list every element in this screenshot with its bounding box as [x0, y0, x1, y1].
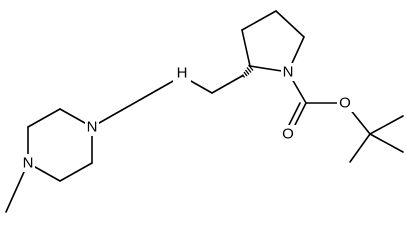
bond [241, 10, 277, 31]
atom-o-ester: O [337, 94, 353, 112]
svg-text:N: N [283, 64, 294, 81]
bond [121, 92, 153, 111]
bond [275, 10, 305, 38]
atom-n-pyrrolidine: N [281, 63, 295, 81]
bond [59, 162, 93, 182]
pyrrolidine-ring [241, 10, 305, 73]
atom-o-carbonyl: O [280, 125, 296, 143]
svg-text:N: N [87, 119, 98, 136]
boc-group [284, 71, 404, 163]
bond [349, 133, 371, 163]
bond [27, 108, 61, 128]
bond [241, 29, 251, 67]
structure-canvas: N N H N O O [5, 10, 404, 213]
molecule-diagram: N N H N O O [5, 10, 404, 213]
svg-text:O: O [339, 95, 351, 112]
piperazine-ring [27, 108, 93, 182]
svg-text:N: N [23, 155, 34, 172]
bond [369, 115, 404, 135]
atom-n-piperazine-top: N [85, 118, 99, 136]
atom-nh-amine: H [173, 63, 191, 83]
bond [369, 133, 404, 153]
bond [211, 75, 243, 94]
svg-text:O: O [282, 126, 294, 143]
ethyl-linker [91, 75, 213, 128]
svg-text:H: H [177, 65, 188, 82]
atom-n-piperazine-bottom: N [21, 154, 35, 172]
